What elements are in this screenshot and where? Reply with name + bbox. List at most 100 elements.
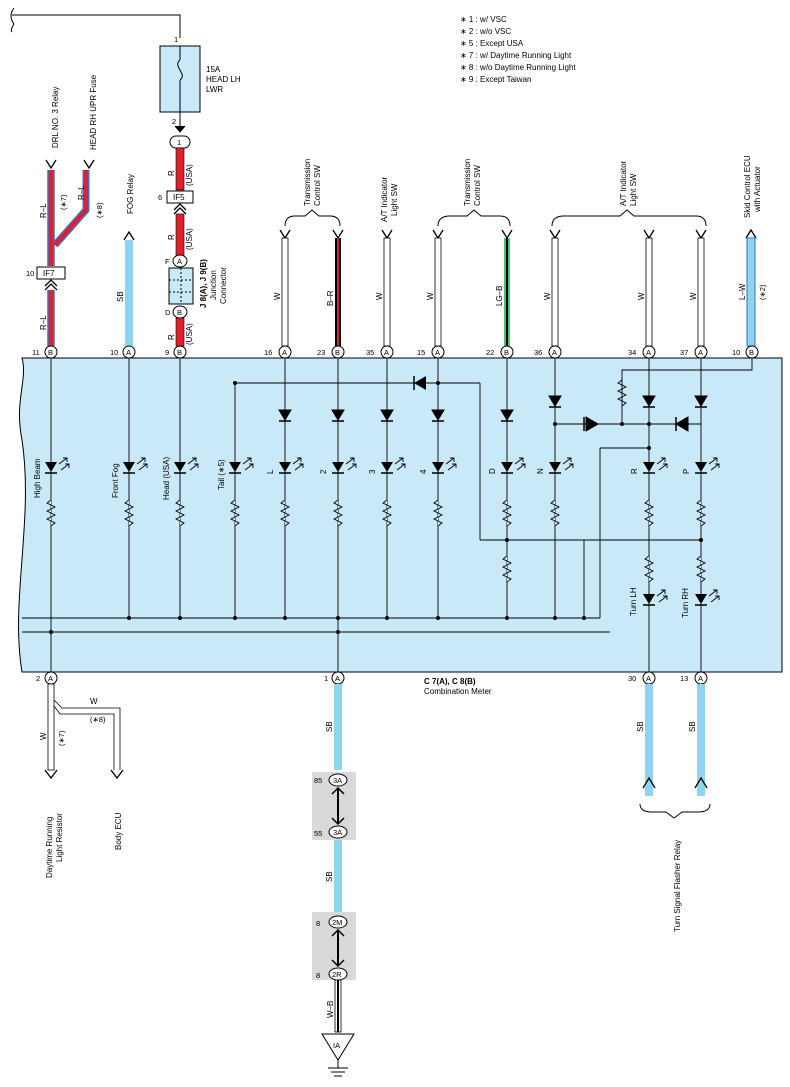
meter-subtitle: Combination Meter: [424, 687, 492, 696]
svg-text:SB: SB: [325, 871, 334, 882]
label-turn-lh: Turn LH: [629, 587, 638, 616]
resistor-9: [549, 499, 561, 527]
led-4: [432, 457, 457, 474]
svg-text:A: A: [335, 674, 340, 683]
svg-text:22: 22: [486, 348, 494, 357]
svg-text:A: A: [282, 348, 287, 357]
led-turn-rh: [695, 589, 720, 606]
led-3: [381, 457, 406, 474]
svg-text:B: B: [177, 308, 182, 317]
led-N: [549, 457, 574, 474]
resistor-11: [695, 499, 707, 527]
svg-text:A: A: [698, 674, 703, 683]
note-8: ∗ 8 : w/o Daytime Running Light: [460, 63, 576, 72]
pin-16A: 16 A: [264, 345, 292, 359]
svg-text:Connector: Connector: [219, 267, 228, 304]
if7-label: IF7: [43, 269, 55, 278]
fuse-pin-bottom: 2: [172, 117, 176, 126]
svg-text:B: B: [48, 348, 53, 357]
resistor-8: [501, 499, 513, 527]
resistor-13: [643, 555, 655, 583]
led-2: [332, 457, 357, 474]
led-D: [501, 457, 526, 474]
led-tail: [229, 457, 254, 474]
label-front-fog: Front Fog: [111, 463, 120, 498]
svg-text:15: 15: [417, 348, 425, 357]
svg-text:Control SW: Control SW: [473, 165, 482, 206]
note-1: ∗ 1 : w/ VSC: [460, 15, 507, 24]
resistor-3: [229, 499, 241, 527]
svg-text:A: A: [48, 674, 53, 683]
svg-text:SB: SB: [688, 721, 697, 732]
if5-pin: 6: [158, 193, 162, 202]
label-P: P: [682, 469, 691, 474]
resistor-5: [332, 499, 344, 527]
svg-text:Junction: Junction: [209, 270, 218, 300]
svg-text:W: W: [375, 292, 384, 300]
turn-wires: SB SB Turn Signal Flasher Relay: [636, 684, 711, 932]
svg-text:A/T Indicator: A/T Indicator: [619, 160, 628, 206]
svg-text:(USA): (USA): [185, 228, 194, 250]
led-high-beam: [45, 457, 70, 474]
resistor-1: [123, 499, 135, 527]
svg-text:W: W: [273, 292, 282, 300]
svg-text:Light SW: Light SW: [629, 173, 638, 206]
label-tail: Tail (∗5): [217, 459, 226, 490]
svg-text:D: D: [165, 308, 171, 317]
led-front-fog: [123, 457, 148, 474]
ground-symbol: [321, 1033, 355, 1061]
svg-text:10: 10: [732, 348, 740, 357]
svg-text:SB: SB: [325, 721, 334, 732]
resistor-14: [695, 555, 707, 583]
svg-text:R: R: [167, 234, 176, 240]
svg-text:16: 16: [264, 348, 272, 357]
svg-text:85: 85: [314, 776, 322, 785]
svg-text:W: W: [637, 292, 646, 300]
svg-text:W: W: [39, 732, 48, 740]
resistor-0: [45, 499, 57, 527]
svg-text:A: A: [646, 674, 651, 683]
svg-text:1: 1: [324, 674, 328, 683]
resistor-6: [381, 499, 393, 527]
svg-text:23: 23: [317, 348, 325, 357]
resistors: [45, 499, 707, 583]
svg-text:2: 2: [36, 674, 40, 683]
svg-text:Light Resistor: Light Resistor: [55, 813, 64, 862]
label-R: R: [630, 468, 639, 474]
svg-text:2R: 2R: [332, 970, 342, 979]
label-turn-rh: Turn RH: [681, 588, 690, 618]
svg-text:F: F: [165, 257, 170, 266]
svg-text:A: A: [435, 348, 440, 357]
svg-text:A/T Indicator: A/T Indicator: [380, 176, 389, 222]
svg-text:A: A: [646, 348, 651, 357]
svg-text:FOG Relay: FOG Relay: [126, 174, 135, 214]
svg-text:IA: IA: [333, 1041, 340, 1050]
svg-text:B: B: [335, 348, 340, 357]
svg-text:34: 34: [628, 348, 636, 357]
label-N: N: [536, 468, 545, 474]
turn-relay-label: Turn Signal Flasher Relay: [673, 840, 682, 932]
svg-text:A: A: [177, 257, 182, 266]
note-9: ∗ 9 : Except Taiwan: [460, 75, 531, 84]
fuse-head-lh-lwr: 1 15A HEAD LH LWR 2: [159, 35, 241, 126]
body-ecu-label: Body ECU: [114, 812, 123, 850]
svg-text:37: 37: [680, 348, 688, 357]
led-head: [174, 457, 199, 474]
resistor-2: [174, 499, 186, 527]
lower-left-wires: W (∗8) W (∗7) Daytime Running Light Resi…: [39, 683, 124, 878]
svg-text:10: 10: [110, 348, 118, 357]
svg-text:B–R: B–R: [326, 290, 335, 306]
pin-23B: 23 B: [317, 345, 345, 359]
fuse-pin-top: 1: [174, 35, 178, 44]
combination-meter-box: [18, 357, 783, 673]
indicator-labels: High Beam Front Fog Head (USA) Tail (∗5)…: [33, 457, 691, 618]
resistor-7: [432, 499, 444, 527]
svg-text:Transmission: Transmission: [303, 159, 312, 206]
